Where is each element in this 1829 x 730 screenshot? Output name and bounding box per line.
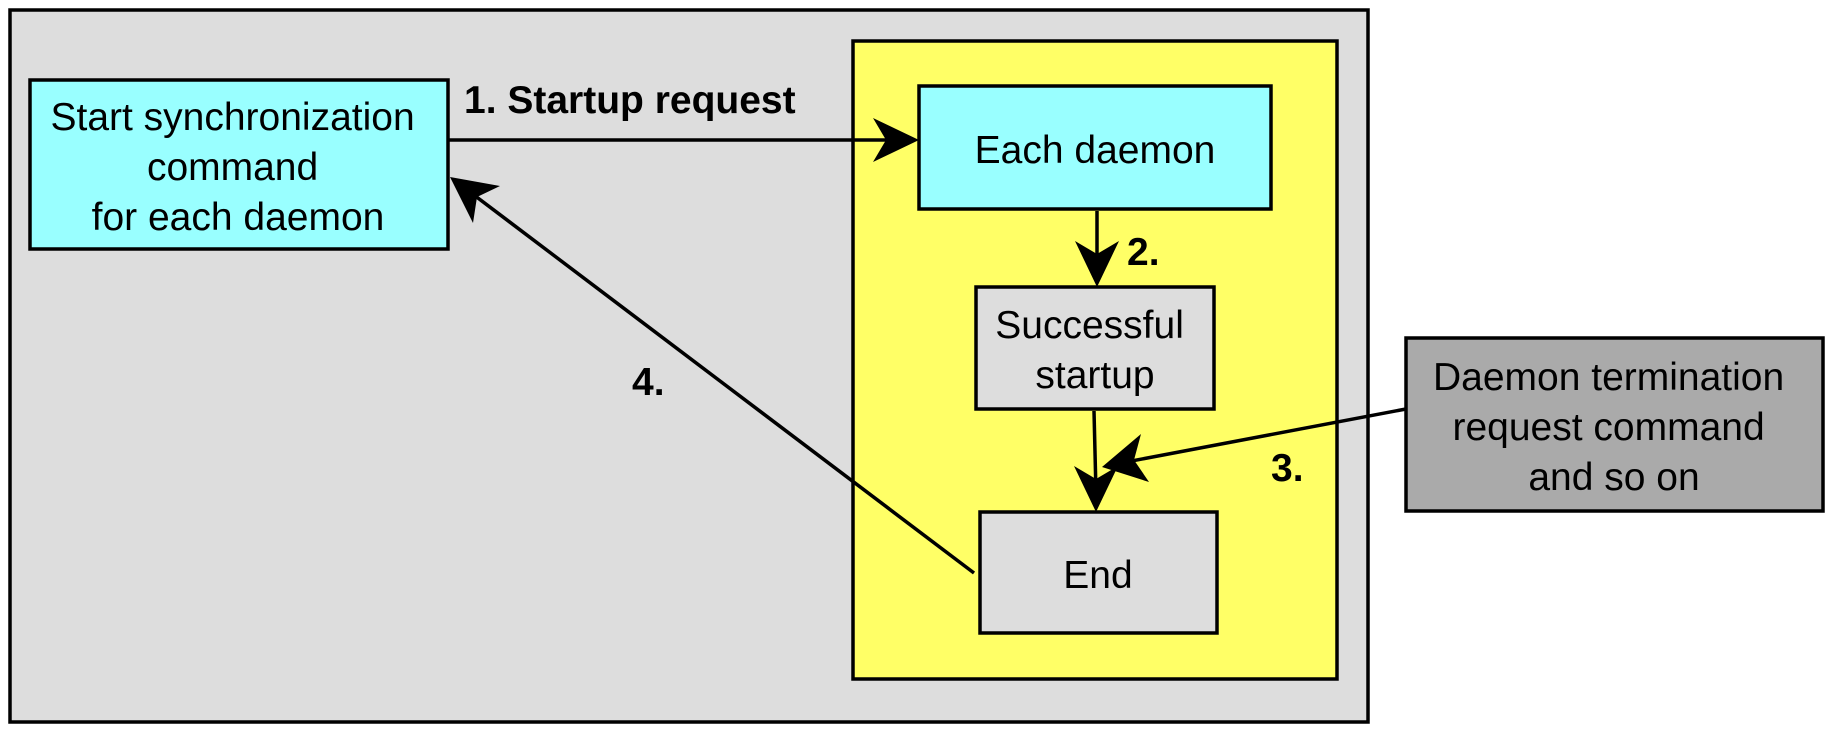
step2-label: 2. [1127,231,1160,274]
start-command-line-1: Start synchronization [50,96,414,139]
start-command-text: Start synchronization command for each d… [50,96,425,239]
step4-label: 4. [632,361,665,404]
successful-startup-line-2: startup [1035,354,1154,397]
termination-command-box [1404,336,1825,513]
start-command-line-2: command [147,146,318,189]
arrow-step3-head [1102,434,1149,482]
start-command-line-3: for each daemon [92,196,385,239]
arrow-step4-line [464,187,976,575]
each-daemon-text: Each daemon [975,129,1216,172]
termination-command-line-3: and so on [1528,456,1699,499]
successful-startup-text: Successful startup [995,304,1194,397]
arrow-startup-to-end-head [1074,466,1118,512]
step1-label: 1. Startup request [464,79,796,122]
successful-startup-line-1: Successful [995,304,1184,347]
each-daemon-box [917,84,1273,211]
termination-command-line-2: request command [1453,406,1765,449]
arrow-step2-head [1075,241,1119,287]
arrow-step3-line [1120,407,1407,465]
termination-command-text: Daemon termination request command and s… [1433,356,1795,499]
end-text: End [1063,554,1132,597]
start-command-box [28,78,450,251]
step3-label: 3. [1271,447,1304,490]
successful-startup-box [974,285,1216,411]
termination-command-line-1: Daemon termination [1433,356,1784,399]
arrow-step4-head [450,177,500,223]
arrow-step1-head [873,118,919,162]
end-box [978,510,1219,635]
end-line-1: End [1063,554,1132,597]
each-daemon-line-1: Each daemon [975,129,1216,172]
